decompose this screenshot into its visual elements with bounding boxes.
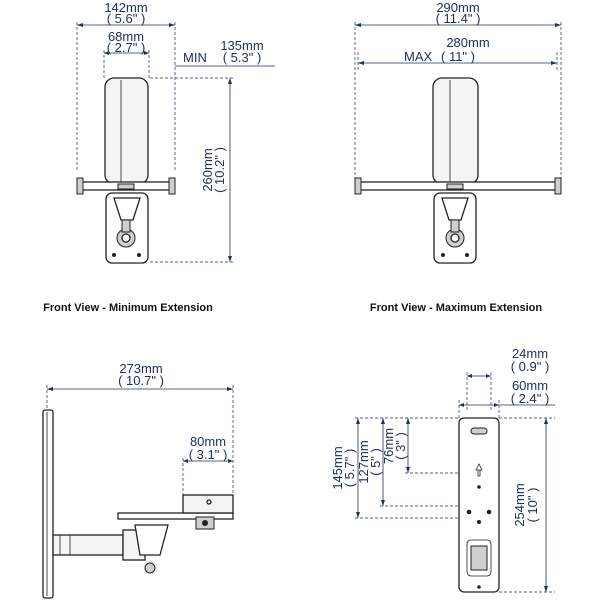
- max-width-outer-in: ( 11.4" ): [436, 11, 481, 26]
- plate-h145-in: ( 5.7" ): [342, 449, 357, 488]
- caption-front-min: Front View - Minimum Extension: [43, 302, 213, 314]
- max-ext-mm: 280mm: [446, 35, 489, 50]
- plate-h254-in: ( 10" ): [525, 488, 540, 523]
- side-platform-in: ( 3.1" ): [189, 447, 228, 462]
- plate-h145-mm: 145mm: [330, 446, 345, 489]
- wall-plate-view: 24mm ( 0.9" ) 60mm ( 2.4" ) 145mm ( 5.7"…: [330, 346, 555, 593]
- plate-h127-in: ( 5" ): [368, 448, 383, 476]
- plate-slot-mm: 24mm: [512, 346, 548, 361]
- min-width-outer-mm: 142mm: [104, 0, 147, 15]
- plate-h76-mm: 76mm: [381, 428, 396, 464]
- front-view-maximum: 290mm ( 11.4" ) 280mm MAX ( 11" ) Front …: [354, 0, 562, 314]
- plate-h254-mm: 254mm: [512, 483, 527, 526]
- side-view: 273mm ( 10.7" ) 80mm ( 3.1" ): [42, 361, 234, 599]
- plate-h127-mm: 127mm: [356, 440, 371, 483]
- plate-h76-in: ( 3" ): [393, 432, 408, 460]
- min-label: MIN: [183, 50, 207, 65]
- max-width-outer-mm: 290mm: [436, 0, 479, 15]
- min-height-in: ( 10.2" ): [212, 147, 227, 193]
- caption-front-max: Front View - Maximum Extension: [370, 302, 542, 314]
- min-width-inner-mm: 68mm: [108, 29, 144, 44]
- min-width-outer-in: ( 5.6" ): [107, 11, 146, 26]
- max-label: MAX: [404, 49, 433, 64]
- side-depth-mm: 273mm: [119, 361, 162, 376]
- side-platform-mm: 80mm: [190, 434, 226, 449]
- plate-width-mm: 60mm: [512, 378, 548, 393]
- min-ext-in: ( 5.3" ): [223, 50, 262, 65]
- max-ext-in: ( 11" ): [441, 49, 475, 64]
- plate-slot-in: ( 0.9" ): [511, 359, 550, 374]
- plate-width-in: ( 2.4" ): [511, 391, 550, 406]
- side-depth-in: ( 10.7" ): [118, 373, 164, 388]
- min-width-inner-in: ( 2.7" ): [107, 40, 146, 55]
- min-height-mm: 260mm: [200, 148, 215, 191]
- front-view-minimum: 142mm ( 5.6" ) 68mm ( 2.7" ) MIN 135mm (…: [43, 0, 275, 314]
- min-ext-mm: 135mm: [220, 38, 263, 53]
